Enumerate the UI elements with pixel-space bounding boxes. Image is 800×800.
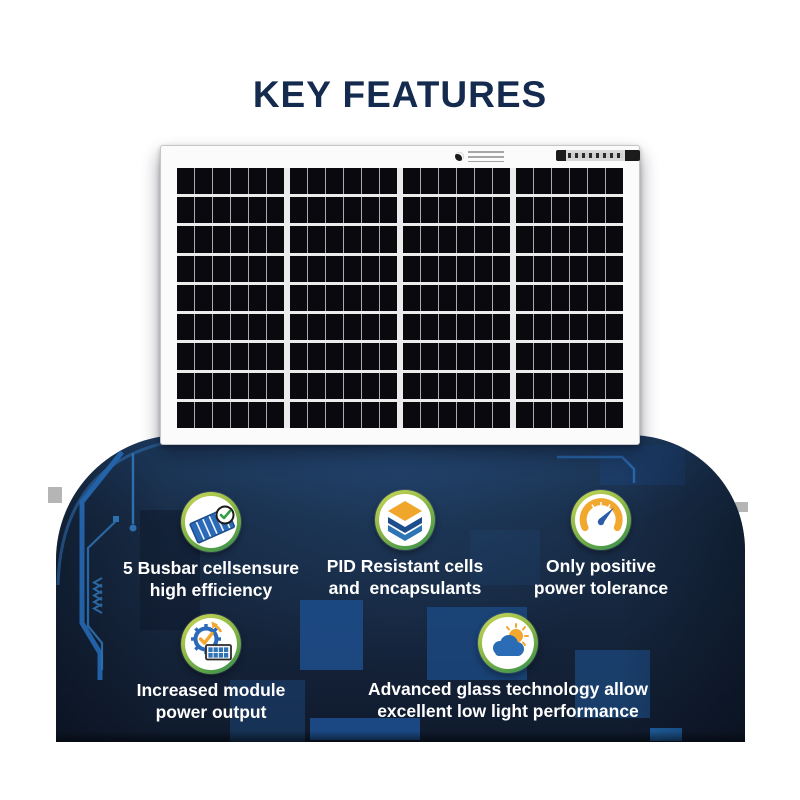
solar-cell [403, 226, 510, 253]
circuit-node-dot [129, 524, 137, 532]
solar-cell [403, 284, 510, 312]
feature-caption: Only positive power tolerance [534, 555, 668, 599]
chevron-marks [91, 577, 103, 614]
solar-cell [403, 372, 510, 399]
feature-caption: Increased module power output [137, 679, 286, 723]
solar-cell [516, 401, 623, 428]
layers-icon [375, 490, 435, 550]
sticker-barcode [568, 153, 623, 158]
solar-cell [290, 343, 397, 370]
circuit-line-right [557, 455, 636, 483]
solar-cell [290, 314, 397, 341]
solar-cell [177, 255, 284, 282]
gauge-icon [571, 490, 631, 550]
brand-logo-text [468, 151, 504, 162]
solar-cell [177, 284, 284, 312]
solar-cell [516, 372, 623, 399]
sticker-end [625, 150, 640, 161]
feature-caption: Advanced glass technology allow excellen… [368, 678, 648, 722]
solar-cell [403, 168, 510, 195]
solar-panel-check-icon [181, 492, 241, 552]
solar-cell [290, 372, 397, 399]
feature-caption-line: Advanced glass technology allow [367, 679, 649, 699]
page-title: KEY FEATURES [252, 74, 548, 115]
solar-cell [516, 197, 623, 224]
circuit-node-square [113, 516, 119, 522]
feature-pid-resistant: PID Resistant cells and encapsulants [295, 490, 515, 599]
gear-panel-icon [181, 614, 241, 674]
solar-cell-grid [177, 168, 623, 428]
spec-label-sticker [556, 150, 640, 161]
solar-cell [290, 401, 397, 428]
feature-caption-line: power output [155, 702, 267, 722]
solar-cell [290, 255, 397, 282]
solar-cell [177, 226, 284, 253]
solar-panel-image [160, 145, 640, 445]
feature-caption: 5 Busbar cellsensure high efficiency [123, 557, 299, 601]
solar-cell [177, 197, 284, 224]
feature-caption-line: Only positive [546, 556, 656, 576]
solar-cell [516, 255, 623, 282]
solar-cell [403, 255, 510, 282]
circuit-line-thin [86, 520, 117, 670]
dark-background-section [56, 435, 745, 742]
solar-cell [177, 343, 284, 370]
sticker-end [556, 150, 566, 161]
solar-cell [177, 372, 284, 399]
solar-cell [290, 168, 397, 195]
solar-cell [177, 314, 284, 341]
feature-caption-line: high efficiency [149, 580, 273, 600]
solar-cell [290, 226, 397, 253]
solar-cell [403, 343, 510, 370]
feature-module-output: Increased module power output [96, 614, 326, 723]
feature-busbar-cells: 5 Busbar cellsensure high efficiency [96, 492, 326, 601]
solar-cell [403, 401, 510, 428]
feature-caption-line: 5 Busbar cellsensure [122, 558, 300, 578]
solar-cell [516, 226, 623, 253]
solar-cell [403, 314, 510, 341]
brand-logo-icon [455, 152, 464, 161]
solar-cell [516, 343, 623, 370]
solar-cell [177, 401, 284, 428]
solar-cell [516, 168, 623, 195]
feature-caption-line: and encapsulants [328, 578, 482, 598]
feature-power-tolerance: Only positive power tolerance [491, 490, 711, 599]
solar-cell [516, 284, 623, 312]
feature-caption-line: power tolerance [533, 578, 669, 598]
solar-cell [403, 197, 510, 224]
solar-cell [290, 197, 397, 224]
feature-caption-line: excellent low light performance [377, 701, 639, 721]
feature-caption-line: PID Resistant cells [326, 556, 484, 576]
cloud-sun-icon [478, 613, 538, 673]
feature-glass-technology: Advanced glass technology allow excellen… [330, 613, 686, 722]
feature-caption: PID Resistant cells and encapsulants [327, 555, 484, 599]
feature-caption-line: Increased module [136, 680, 286, 700]
circuit-line-thick [79, 450, 124, 680]
solar-cell [290, 284, 397, 312]
solar-cell [177, 168, 284, 195]
solar-cell [516, 314, 623, 341]
